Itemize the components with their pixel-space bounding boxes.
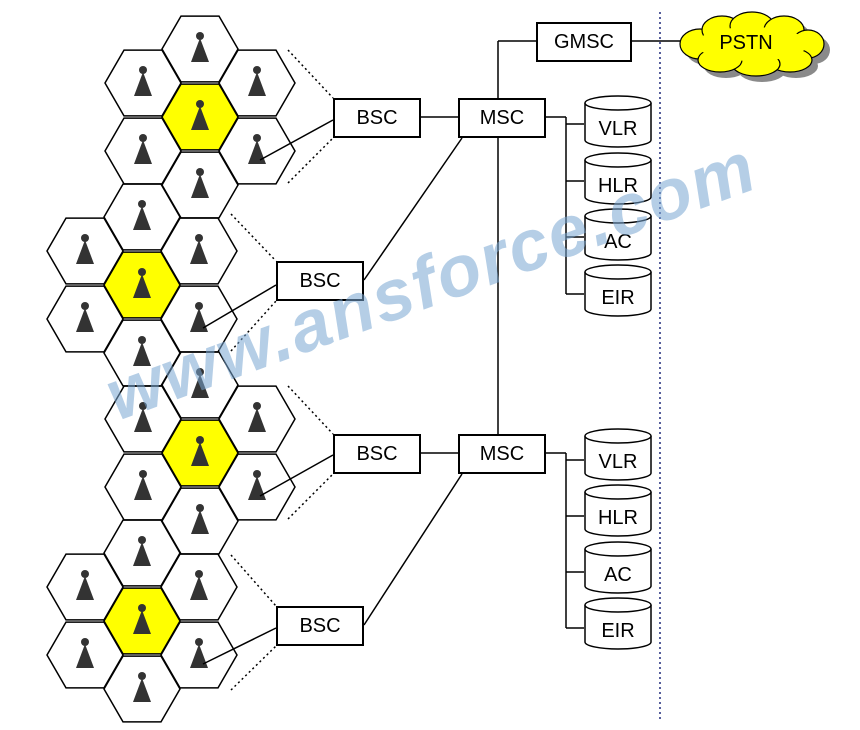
ac-label: AC — [604, 230, 632, 253]
coverage-dotted-line — [287, 473, 334, 520]
coverage-dotted-line — [230, 645, 277, 691]
eir-label: EIR — [601, 286, 635, 309]
base-station-icon — [248, 134, 266, 164]
coverage-dotted-line — [230, 554, 277, 607]
hlr-database-2: HLR — [584, 484, 652, 537]
pstn-cloud-icon — [679, 11, 830, 82]
ac-label: AC — [604, 563, 632, 586]
base-station-icon — [76, 570, 94, 600]
base-station-icon — [248, 66, 266, 96]
base-station-icon — [190, 570, 208, 600]
base-station-icon — [191, 100, 209, 130]
eir-database-2: EIR — [584, 597, 652, 650]
base-station-icon — [190, 638, 208, 668]
pstn-label: PSTN — [719, 31, 773, 54]
database-cylinder-icon — [584, 95, 652, 148]
connection-lines — [202, 40, 690, 691]
cell-to-bsc-line — [259, 454, 334, 497]
hlr-label: HLR — [597, 506, 638, 529]
base-station-icon — [76, 234, 94, 264]
base-station-icon — [248, 402, 266, 432]
base-station-icon — [134, 134, 152, 164]
database-cylinder-icon — [584, 208, 652, 261]
database-cylinder-icon — [584, 264, 652, 317]
database-cylinder-icon — [584, 541, 652, 594]
cell-to-bsc-line — [202, 627, 277, 665]
cell-to-bsc-line — [202, 284, 277, 329]
eir-label: EIR — [601, 619, 635, 642]
vlr-label: VLR — [598, 117, 638, 140]
ac-database-1: AC — [584, 208, 652, 261]
base-station-icon — [191, 168, 209, 198]
database-cylinder-icon — [584, 428, 652, 481]
database-cylinder-icon — [584, 152, 652, 205]
bsc-box-4: BSC — [276, 606, 364, 646]
base-station-icon — [134, 470, 152, 500]
base-station-icon — [133, 536, 151, 566]
base-station-icon — [191, 368, 209, 398]
bsc-box-1: BSC — [333, 98, 421, 138]
hlr-label: HLR — [597, 174, 638, 197]
base-station-icon — [190, 302, 208, 332]
coverage-dotted-line — [287, 49, 334, 99]
base-station-icon — [133, 336, 151, 366]
base-station-icon — [191, 436, 209, 466]
coverage-dotted-line — [287, 137, 334, 184]
bsc-box-2: BSC — [276, 261, 364, 301]
coverage-dotted-line — [230, 300, 277, 352]
vlr-label: VLR — [598, 450, 638, 473]
msc-box-2: MSC — [458, 434, 546, 474]
base-station-icon — [191, 504, 209, 534]
base-station-icon — [133, 672, 151, 702]
bsc-to-msc-line — [363, 473, 463, 626]
msc-box-1: MSC — [458, 98, 546, 138]
ac-database-2: AC — [584, 541, 652, 594]
base-station-icon — [76, 638, 94, 668]
vlr-database-2: VLR — [584, 428, 652, 481]
hlr-database-1: HLR — [584, 152, 652, 205]
coverage-dotted-line — [287, 385, 334, 435]
bsc-box-3: BSC — [333, 434, 421, 474]
database-cylinder-icon — [584, 484, 652, 537]
vlr-database-1: VLR — [584, 95, 652, 148]
base-station-icon — [134, 402, 152, 432]
base-station-icon — [133, 604, 151, 634]
cell-to-bsc-line — [259, 119, 334, 161]
base-station-icon — [248, 470, 266, 500]
cell-hexagons — [46, 15, 296, 723]
eir-database-1: EIR — [584, 264, 652, 317]
bsc-to-msc-line — [363, 137, 463, 281]
base-station-icon — [133, 200, 151, 230]
database-cylinder-icon — [584, 597, 652, 650]
base-station-icon — [190, 234, 208, 264]
gmsc-box: GMSC — [536, 22, 632, 62]
coverage-dotted-line — [230, 213, 277, 262]
base-station-icon — [133, 268, 151, 298]
base-station-icon — [191, 32, 209, 62]
base-station-icon — [134, 66, 152, 96]
base-station-icon — [76, 302, 94, 332]
